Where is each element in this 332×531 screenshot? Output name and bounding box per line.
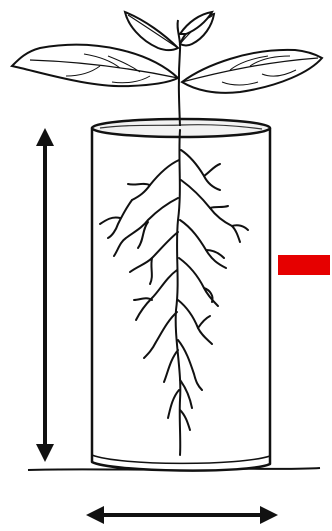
red-marker [278, 255, 330, 275]
tube-rim [92, 119, 270, 137]
growing-tube [92, 119, 270, 471]
seedling-shoot [12, 12, 322, 126]
width-arrow [86, 506, 278, 524]
leaf-left [12, 45, 178, 86]
leaf-right [182, 50, 322, 93]
height-arrow [36, 128, 54, 462]
stem [178, 20, 181, 126]
